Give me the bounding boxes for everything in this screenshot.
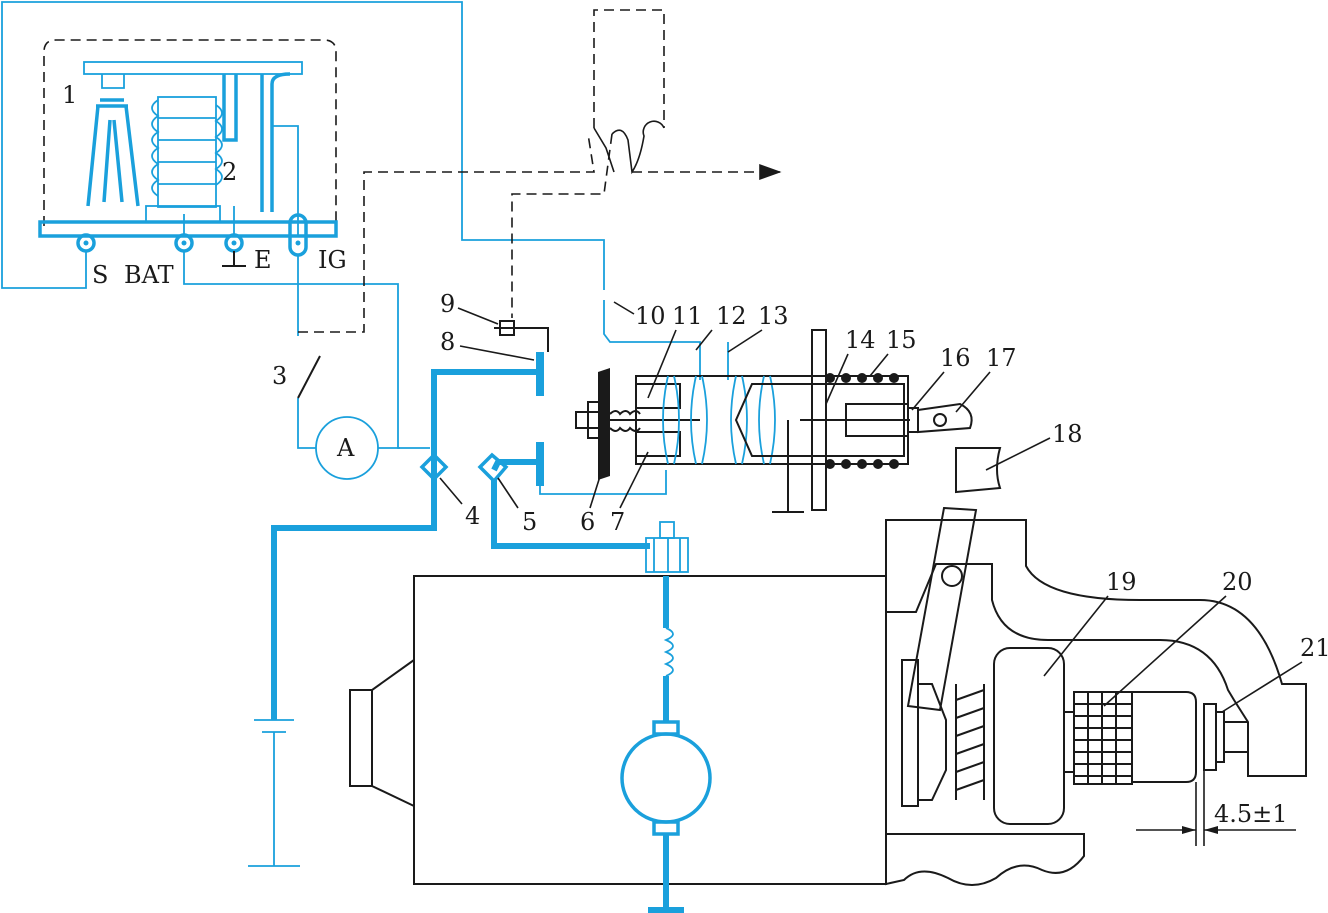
terminal-label-bat: BAT	[124, 261, 174, 289]
wiring: A 3 4 5	[1, 1, 729, 867]
starter-relay: S BAT E IG 1 2	[38, 39, 347, 289]
callout-20: 20	[1222, 568, 1253, 596]
callout-6: 6	[580, 508, 595, 536]
callout-14: 14	[845, 326, 876, 354]
terminal-post-5	[477, 452, 509, 484]
relay-coil	[151, 99, 160, 197]
callout-15: 15	[886, 326, 917, 354]
callout-17: 17	[986, 344, 1017, 372]
terminal-e[interactable]	[222, 233, 246, 267]
callout-2: 2	[222, 158, 237, 186]
callout-1: 1	[62, 81, 77, 109]
contact-8	[536, 352, 544, 396]
drive-end: 4.5±1 19 20 21	[885, 447, 1328, 886]
contact-disc-6	[598, 368, 610, 480]
callout-5: 5	[522, 508, 537, 536]
relay-core	[157, 96, 217, 208]
solenoid	[575, 329, 973, 513]
armature-bar	[83, 61, 303, 75]
callout-18: 18	[1052, 420, 1083, 448]
terminal-label-e: E	[254, 246, 272, 274]
ammeter-label: A	[336, 434, 355, 462]
plunger-14	[734, 383, 905, 457]
callout-19: 19	[1106, 568, 1137, 596]
callout-16: 16	[940, 344, 971, 372]
starter-motor	[349, 521, 887, 913]
callout-10: 10	[635, 302, 666, 330]
ignition-switch[interactable]	[297, 355, 321, 399]
callout-4: 4	[465, 502, 480, 530]
ammeter: A	[315, 416, 379, 480]
overrunning-clutch-19	[993, 647, 1065, 825]
linkage-dashed: 9 8	[298, 9, 782, 361]
callout-21: 21	[1300, 634, 1328, 662]
battery	[248, 719, 300, 867]
motor-housing	[413, 575, 887, 885]
terminal-post-4	[419, 452, 449, 482]
armature	[620, 732, 712, 824]
callout-11: 11	[672, 302, 703, 330]
callout-12: 12	[716, 302, 747, 330]
callout-8: 8	[440, 328, 455, 356]
solenoid-callouts: 10 11 12 13 14 15 16 17 18 6 7	[580, 301, 1083, 536]
callout-9: 9	[440, 290, 455, 318]
dimension-label: 4.5±1	[1214, 800, 1288, 828]
terminal-label-ig: IG	[318, 246, 347, 274]
callout-7: 7	[610, 508, 625, 536]
drive-housing	[885, 519, 1307, 777]
callout-13: 13	[758, 302, 789, 330]
terminal-label-s: S	[92, 261, 108, 289]
callout-3: 3	[272, 362, 287, 390]
